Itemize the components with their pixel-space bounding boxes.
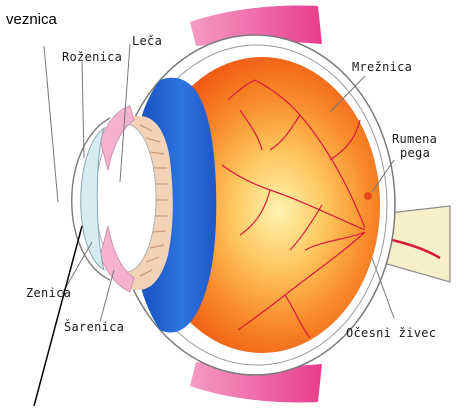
label-rozenica: Roženica [62,50,122,64]
label-leca: Leča [132,34,162,48]
label-mreznica: Mrežnica [352,60,412,74]
pointer-line [34,226,82,406]
label-veznica: veznica [6,11,57,28]
label-rumena: Rumena [392,132,437,146]
label-zenica: Zenica [26,286,71,300]
label-ocesni-zivec: Očesni živec [346,326,436,340]
label-pega: pega [400,146,430,160]
label-sarenica: Šarenica [64,320,124,334]
macula [364,192,372,200]
